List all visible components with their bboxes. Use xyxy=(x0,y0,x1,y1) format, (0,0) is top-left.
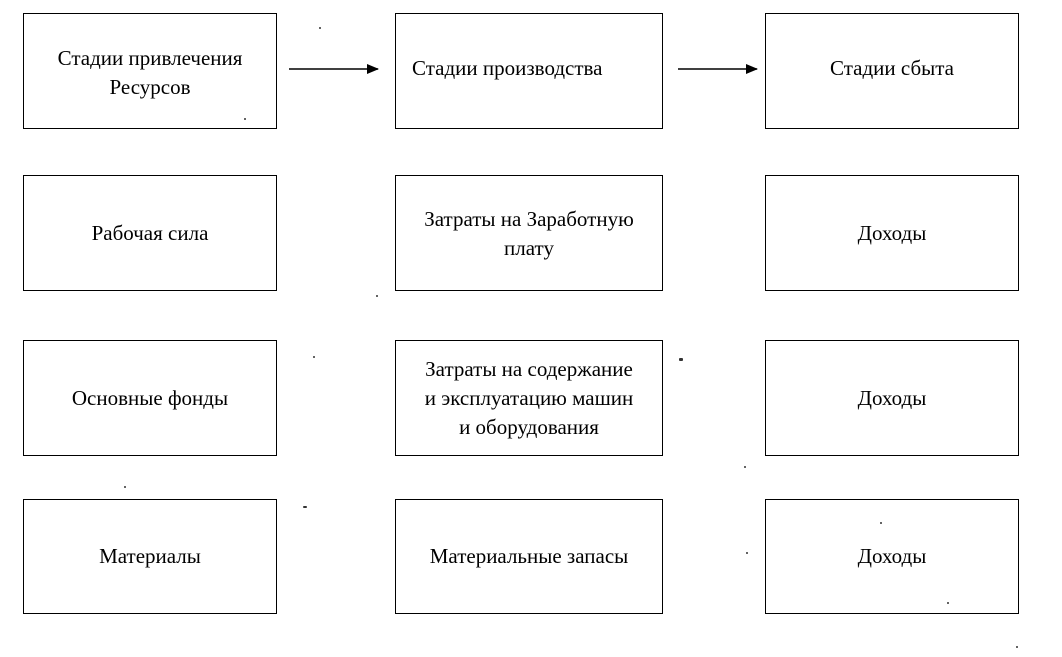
box-fixed-assets: Основные фонды xyxy=(23,340,277,456)
box-label: Основные фонды xyxy=(71,385,229,410)
scan-speck xyxy=(124,486,126,488)
box-stage-sales: Стадии сбыта xyxy=(765,13,1019,129)
scan-speck xyxy=(303,506,307,508)
box-income: Доходы xyxy=(765,175,1019,291)
box-label: Доходы xyxy=(857,385,927,410)
scan-speck xyxy=(319,27,321,29)
scan-speck xyxy=(376,295,378,297)
box-materials: Материалы xyxy=(23,499,277,614)
scan-speck xyxy=(746,552,748,554)
box-label: Рабочая сила xyxy=(91,220,209,245)
box-label: Доходы xyxy=(857,220,927,245)
box-stage-production: Стадии производства xyxy=(395,13,663,129)
scan-speck xyxy=(744,466,746,468)
box-label: Стадии производства xyxy=(412,56,603,80)
box-label: Доходы xyxy=(857,544,927,568)
box-material-stocks: Материальные запасы xyxy=(395,499,663,614)
box-label: Затраты на Заработную плату xyxy=(424,207,634,260)
box-wage-costs: Затраты на Заработную плату xyxy=(395,175,663,291)
box-label: Затраты на содержание и эксплуатацию маш… xyxy=(424,356,634,439)
box-label: Материалы xyxy=(99,544,201,568)
scan-speck xyxy=(1016,646,1018,648)
box-income: Доходы xyxy=(765,499,1019,614)
box-machine-costs: Затраты на содержание и эксплуатацию маш… xyxy=(395,340,663,456)
scan-speck xyxy=(947,602,949,604)
box-labor: Рабочая сила xyxy=(23,175,277,291)
box-label: Стадии привлечения Ресурсов xyxy=(57,46,243,99)
scan-speck xyxy=(880,522,882,524)
box-label: Материальные запасы xyxy=(429,544,629,568)
scan-speck xyxy=(313,356,315,358)
box-stage-resources: Стадии привлечения Ресурсов xyxy=(23,13,277,129)
box-income: Доходы xyxy=(765,340,1019,456)
scan-speck xyxy=(679,358,683,361)
scan-speck xyxy=(244,118,246,120)
box-label: Стадии сбыта xyxy=(829,56,955,80)
